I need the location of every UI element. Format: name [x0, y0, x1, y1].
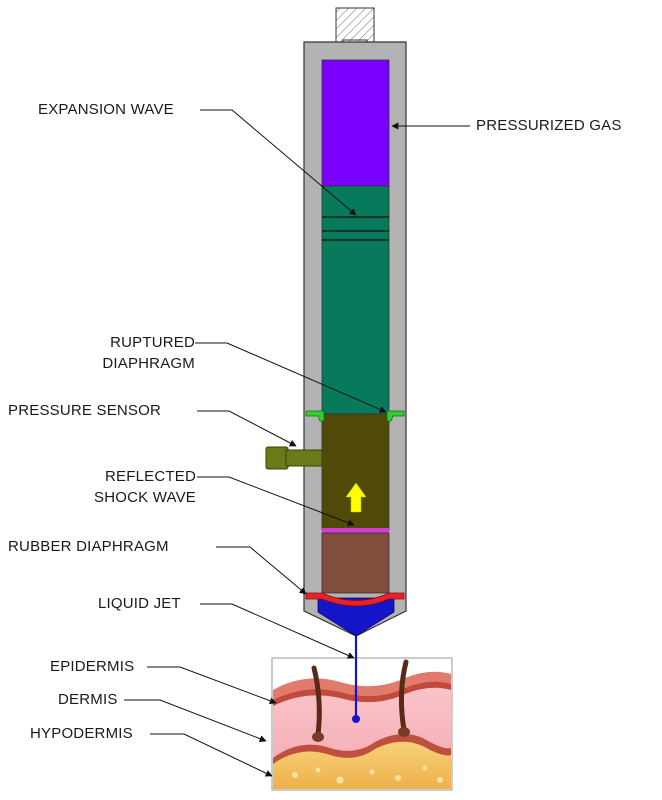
rubber-diaphragm	[305, 592, 405, 607]
shock-direction-arrow-icon	[345, 482, 367, 513]
label-pressurized-gas: PRESSURIZED GAS	[476, 117, 622, 134]
label-epidermis: EPIDERMIS	[50, 658, 135, 675]
driven-gas-region	[321, 185, 390, 415]
label-dermis: DERMIS	[58, 691, 118, 708]
label-reflected-shock-wave-line2: SHOCK WAVE	[93, 489, 196, 506]
label-reflected-shock-wave-line1: REFLECTED	[105, 468, 196, 485]
label-hypodermis: HYPODERMIS	[30, 725, 133, 742]
leader-lines	[124, 109, 470, 777]
label-rubber-diaphragm: RUBBER DIAPHRAGM	[8, 538, 169, 555]
skin-cross-section	[271, 657, 453, 791]
label-ruptured-diaphragm-line2: DIAPHRAGM	[102, 355, 195, 372]
reflected-shock-front	[322, 528, 389, 533]
liquid-jet	[352, 636, 360, 723]
label-expansion-wave: EXPANSION WAVE	[38, 101, 174, 118]
pressure-sensor	[265, 446, 323, 470]
liquid-chamber	[321, 532, 390, 594]
label-pressure-sensor: PRESSURE SENSOR	[8, 402, 162, 419]
shocked-gas-region	[321, 413, 390, 531]
ruptured-diaphragm	[305, 410, 405, 422]
label-liquid-jet: LIQUID JET	[98, 595, 181, 612]
pressurized-gas-chamber	[321, 59, 390, 187]
label-ruptured-diaphragm-line1: RUPTURED	[110, 334, 195, 351]
expansion-wave-lines	[322, 216, 389, 241]
